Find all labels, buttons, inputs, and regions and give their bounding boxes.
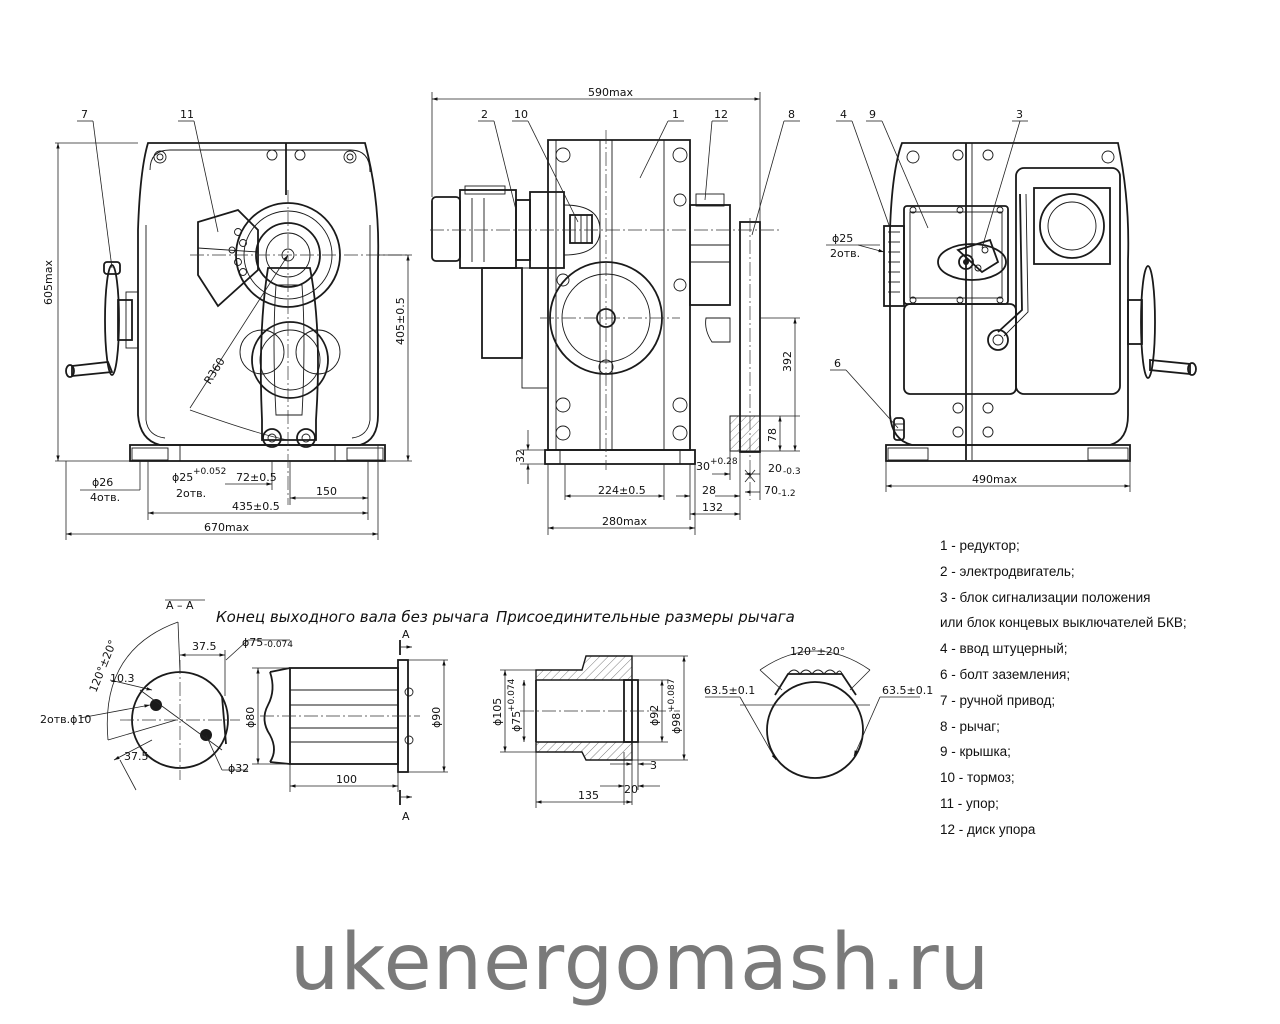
legend-item: 10 - тормоз; [940, 770, 1015, 786]
callout-3: 3 [1016, 108, 1023, 121]
callout-1: 1 [672, 108, 679, 121]
dim-lever-63-right: 63.5±0.1 [882, 684, 933, 697]
dim-side-70-tol: -1.2 [778, 489, 796, 499]
dim-front-width: 670max [204, 521, 249, 534]
dim-right-width: 490max [972, 473, 1017, 486]
shaft-end-detail: Конец выходного вала без рычага А – А А … [40, 599, 489, 823]
callout-11: 11 [180, 108, 194, 121]
legend-item: 1 - редуктор; [940, 538, 1020, 553]
dim-side-132: 132 [702, 501, 723, 514]
dim-shaft-37-5-top: 37.5 [192, 640, 217, 653]
legend-item: 3 - блок сигнализации положения [940, 589, 1151, 605]
label-section-a-top: А [402, 628, 410, 641]
legend-item: 9 - крышка; [940, 744, 1011, 760]
dim-side-20: 20 [768, 462, 782, 475]
dim-shaft-d75: ϕ75 [242, 636, 263, 649]
callout-6: 6 [834, 357, 841, 370]
dim-front-r360: R360 [202, 355, 228, 386]
dim-shaft-d32: ϕ32 [228, 762, 249, 775]
dim-side-70: 70 [764, 484, 778, 497]
legend-item: или блок концевых выключателей БКВ; [940, 615, 1187, 631]
label-section-a-bottom: А [402, 810, 410, 823]
legend-item: 6 - болт заземления; [940, 666, 1071, 682]
legend-item: 11 - упор; [940, 795, 999, 811]
dim-side-280: 280max [602, 515, 647, 528]
dim-shaft-angle: 120°±20° [87, 638, 120, 694]
dim-lever-63-left: 63.5±0.1 [704, 684, 755, 697]
dim-front-pin-tol: +0.052 [193, 467, 226, 477]
dim-right-2otv: 2отв. [830, 247, 860, 260]
dim-lever-3: 3 [650, 759, 657, 772]
dim-side-392: 392 [781, 351, 794, 372]
title-shaft-end: Конец выходного вала без рычага [216, 608, 489, 626]
side-view: 2 10 1 12 8 590max 392 78 32 30 +0.28 20… [430, 86, 801, 535]
dim-front-72: 72±0.5 [236, 471, 277, 484]
dim-right-d25: ϕ25 [832, 232, 853, 245]
callout-10: 10 [514, 108, 528, 121]
title-lever-dims: Присоединительные размеры рычага [496, 608, 795, 626]
dim-lever-d92: ϕ92 [648, 705, 661, 726]
dim-front-pin-n: 2отв. [176, 487, 206, 500]
callout-8: 8 [788, 108, 795, 121]
callout-12: 12 [714, 108, 728, 121]
dim-side-width: 590max [588, 86, 633, 99]
legend-item: 12 - диск упора [940, 821, 1036, 837]
dim-lever-20: 20 [624, 783, 638, 796]
dim-side-224: 224±0.5 [598, 484, 646, 497]
dim-lever-135: 135 [578, 789, 599, 802]
dim-lever-d105: ϕ105 [491, 698, 504, 726]
label-section-aa: А – А [166, 599, 194, 612]
dim-side-20-tol: -0.3 [783, 467, 801, 477]
dim-front-435: 435±0.5 [232, 500, 280, 513]
dim-side-28: 28 [702, 484, 716, 497]
legend-item: 7 - ручной привод; [940, 692, 1056, 708]
site-watermark: ukenergomash.ru [289, 918, 991, 1008]
lever-connection-detail: Присоединительные размеры рычага ϕ105 ϕ7… [491, 608, 933, 808]
dim-side-30: 30 [696, 460, 710, 473]
dim-side-78: 78 [766, 428, 779, 442]
dim-front-150: 150 [316, 485, 337, 498]
callout-2: 2 [481, 108, 488, 121]
dim-lever-angle: 120°±20° [790, 645, 845, 658]
dim-front-hole-n: 4отв. [90, 491, 120, 504]
dim-front-height: 605max [42, 260, 55, 305]
dim-shaft-37-5-bottom: 37.5 [124, 750, 149, 763]
dim-front-axis-height: 405±0.5 [394, 297, 407, 345]
dim-shaft-holes: 2отв.ϕ10 [40, 713, 91, 726]
legend-item: 2 - электродвигатель; [940, 563, 1075, 579]
dim-shaft-d80: ϕ80 [244, 707, 257, 728]
right-view: 4 9 3 6 ϕ25 2отв. 490max [826, 108, 1197, 492]
dim-shaft-100: 100 [336, 773, 357, 786]
dim-lever-d75-tol: +0.074 [507, 678, 517, 712]
callout-4: 4 [840, 108, 847, 121]
parts-legend: 1 - редуктор; 2 - электродвигатель; 3 - … [940, 533, 1187, 843]
dim-shaft-d75-tol: -0.074 [264, 640, 293, 650]
dim-lever-d98-tol: +0.087 [667, 679, 677, 712]
callout-9: 9 [869, 108, 876, 121]
dim-shaft-10-3: 10.3 [110, 672, 135, 685]
front-view: 7 11 605max 405±0.5 R360 ϕ26 4отв. ϕ25 +… [42, 108, 412, 540]
legend-item: 4 - ввод штуцерный; [940, 641, 1068, 657]
dim-lever-d75: ϕ75 [510, 711, 523, 732]
dim-side-30-tol: +0.28 [710, 457, 738, 467]
dim-front-hole-d: ϕ26 [92, 476, 113, 489]
dim-front-pin-d: ϕ25 [172, 471, 193, 484]
callout-7: 7 [81, 108, 88, 121]
dim-lever-d98: ϕ98 [670, 713, 683, 734]
dim-side-32: 32 [514, 449, 527, 463]
dim-shaft-d90: ϕ90 [430, 707, 443, 728]
legend-item: 8 - рычаг; [940, 718, 1000, 734]
